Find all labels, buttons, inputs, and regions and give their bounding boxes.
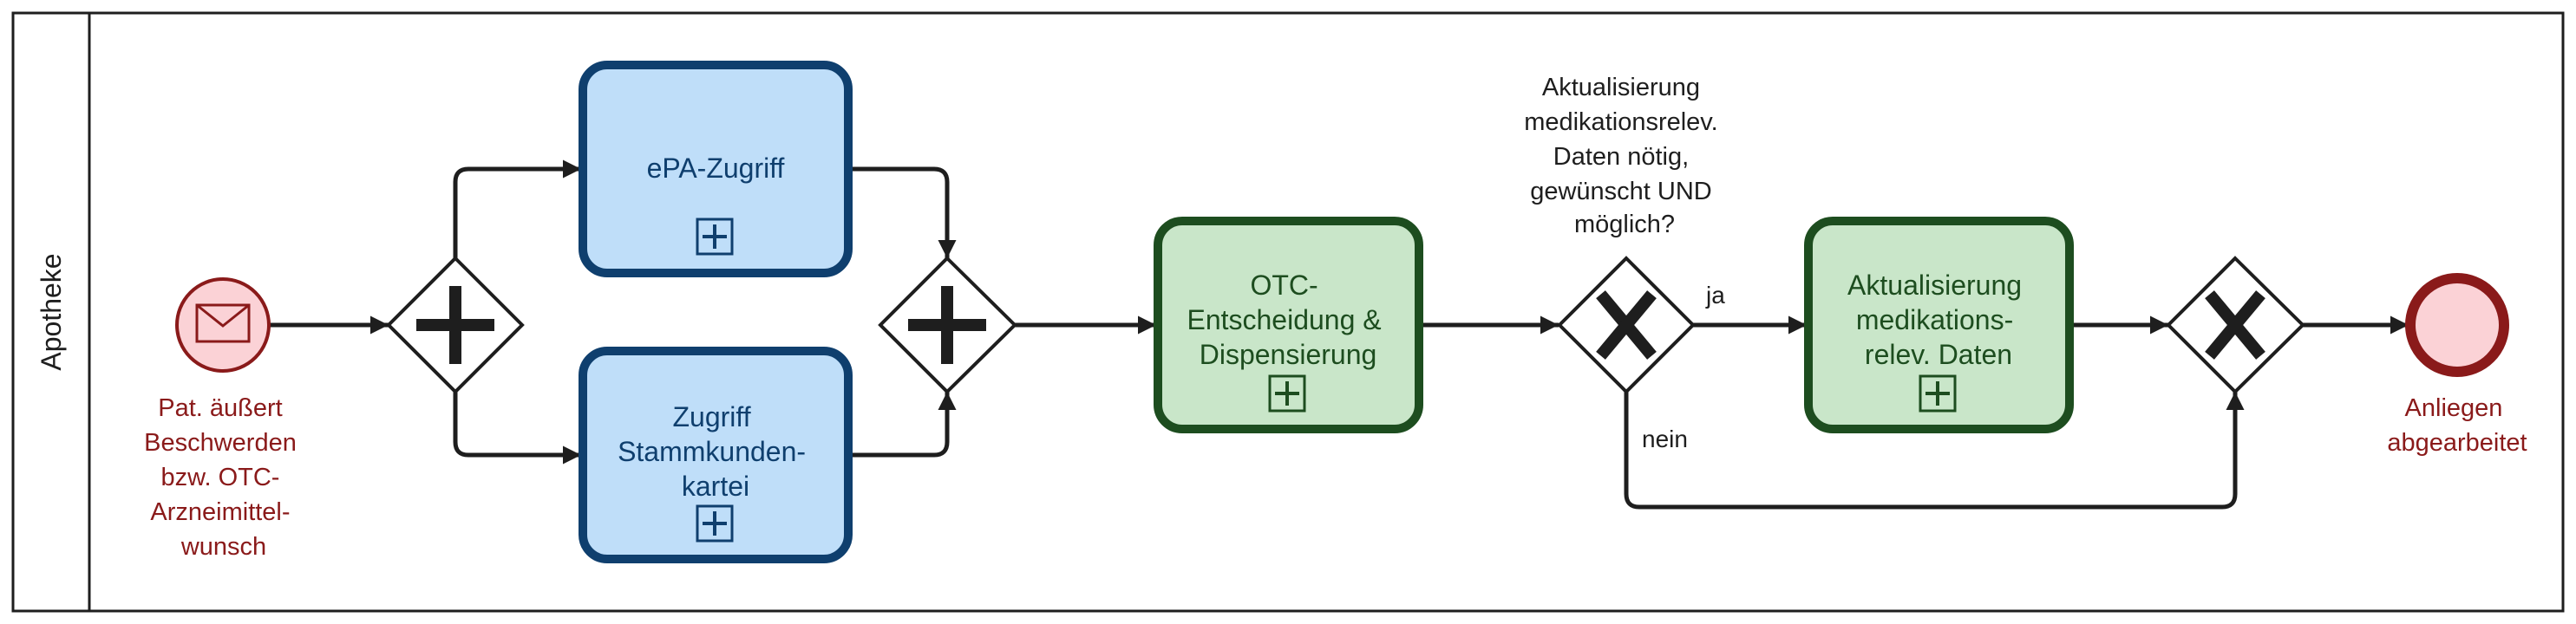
x-icon [2205,290,2265,360]
plus-icon [416,286,494,364]
exclusive-gateway-decision[interactable] [1557,256,1696,394]
envelope-icon [195,303,251,343]
flow-stammkunden-to-join [850,392,957,458]
task-aktualisierung-daten[interactable]: Aktualisierung medikations- relev. Daten [1804,217,2074,433]
end-event[interactable] [2405,273,2509,377]
flow-gateway-nein [1624,392,2245,510]
subprocess-marker-icon [696,218,734,256]
task-aktualisierung-label: Aktualisierung medikations- relev. Daten [1847,270,2030,370]
end-event-label: Anliegen abgearbeitet [2387,394,2527,457]
task-stammkunden-label: Zugriff Stammkunden- kartei [618,401,814,502]
flow-label-nein: nein [1642,426,1688,452]
x-icon [1596,290,1657,360]
task-otc-entscheidung[interactable]: OTC- Entscheidung & Dispensierung [1154,217,1423,433]
task-zugriff-stammkundenkartei[interactable]: Zugriff Stammkunden- kartei [579,347,853,563]
gateway-question-label: Aktualisierung medikationsrelev. Daten n… [1524,74,1725,238]
flow-epa-to-join [850,166,957,258]
plus-icon [908,286,986,364]
start-event-label: Pat. äußert Beschwerden bzw. OTC- Arznei… [144,394,304,561]
sequence-flows [269,159,2409,510]
task-epa-zugriff-label: ePA-Zugriff [647,153,785,184]
subprocess-marker-icon [696,504,734,543]
parallel-gateway-split[interactable] [386,256,525,394]
task-otc-label: OTC- Entscheidung & Dispensierung [1187,270,1389,370]
task-epa-zugriff[interactable]: ePA-Zugriff [579,61,853,277]
exclusive-gateway-merge[interactable] [2166,256,2305,394]
subprocess-marker-icon [1919,374,1957,413]
parallel-gateway-join[interactable] [878,256,1017,394]
flow-split-to-epa [453,159,581,258]
flow-split-to-stammkunden [453,392,581,465]
subprocess-marker-icon [1268,374,1306,413]
start-event[interactable] [175,277,271,373]
flow-label-ja: ja [1705,282,1725,309]
lane-label: Apotheke [36,253,67,370]
